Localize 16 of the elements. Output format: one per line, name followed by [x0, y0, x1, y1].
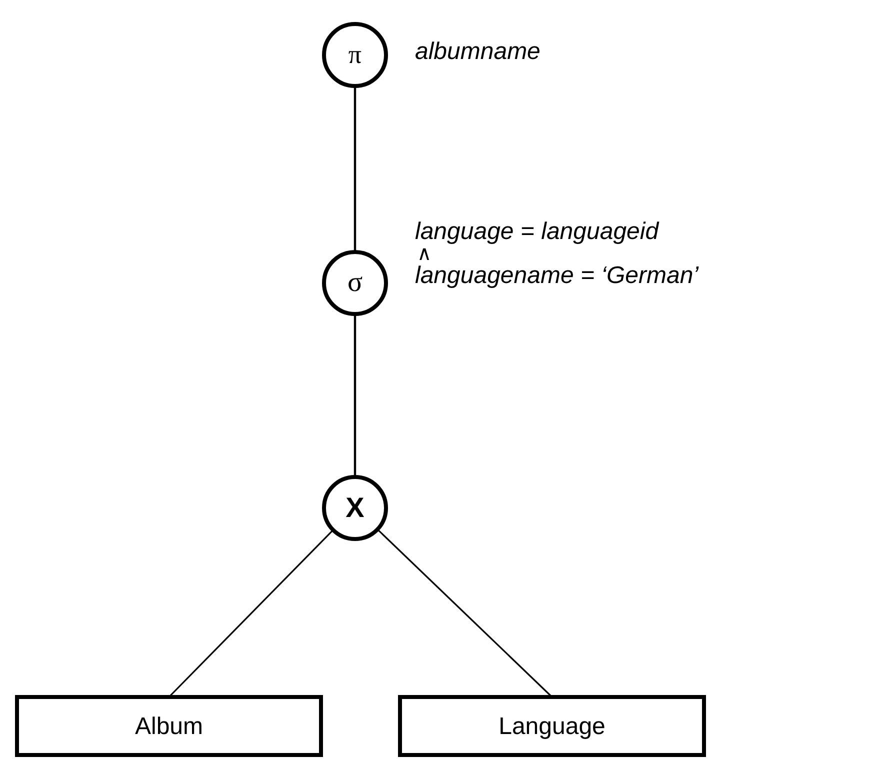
- connector-line: [378, 529, 553, 698]
- annotation-text: languagename = ‘German’: [415, 262, 699, 290]
- relation-box: [398, 695, 706, 757]
- connector-line: [354, 315, 356, 476]
- annotation-text: ∧: [417, 246, 432, 262]
- connector-line: [354, 87, 356, 251]
- operator-symbol: X: [346, 494, 364, 522]
- operator-symbol: π: [348, 42, 362, 68]
- operator-circle: [322, 475, 388, 541]
- relation-name: Album: [134, 713, 204, 742]
- annotation-text: albumname: [415, 38, 540, 66]
- annotation-text: language = languageid: [415, 218, 659, 246]
- relation-name: Language: [498, 713, 606, 742]
- operator-symbol: σ: [347, 269, 363, 297]
- connector-line: [168, 530, 333, 698]
- relation-box: [15, 695, 323, 757]
